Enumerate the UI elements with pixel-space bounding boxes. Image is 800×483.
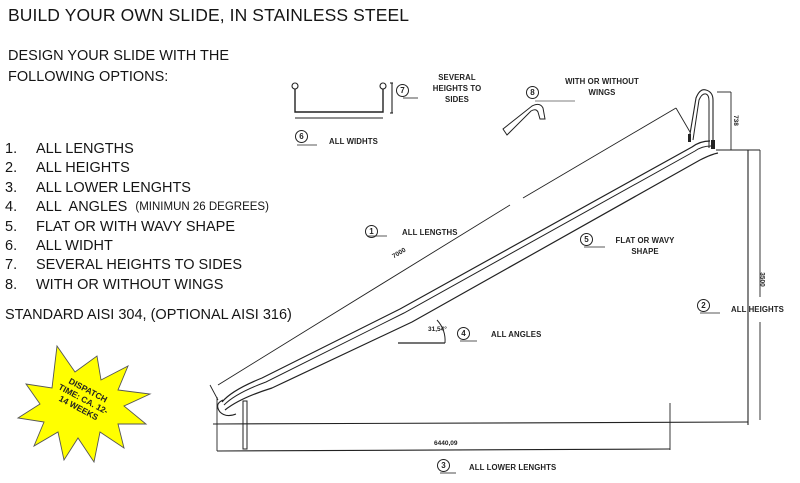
callout-3-label: ALL LOWER LENGHTS bbox=[469, 463, 557, 472]
options-list: 1.ALL LENGTHS 2.ALL HEIGHTS 3.ALL LOWER … bbox=[5, 140, 269, 295]
callout-4-marker: 4 bbox=[457, 327, 470, 340]
lower-length-dimension: 6440,09 bbox=[434, 440, 458, 447]
handle-height-dimension: 738 bbox=[731, 115, 739, 126]
intro-line-2: FOLLOWING OPTIONS: bbox=[8, 69, 169, 85]
option-item: 8.WITH OR WITHOUT WINGS bbox=[5, 276, 224, 293]
option-item: 5.FLAT OR WITH WAVY SHAPE bbox=[5, 218, 235, 235]
option-item: 4.ALL ANGLES (MINIMUN 26 DEGREES) bbox=[5, 198, 269, 217]
option-item: 7.SEVERAL HEIGHTS TO SIDES bbox=[5, 257, 243, 274]
callout-7-marker: 7 bbox=[396, 84, 409, 97]
callout-6-label: ALL WIDHTS bbox=[329, 137, 378, 146]
option-note: (MINIMUN 26 DEGREES) bbox=[135, 201, 269, 214]
standard-note: STANDARD AISI 304, (OPTIONAL AISI 316) bbox=[5, 307, 292, 323]
option-item: 6.ALL WIDHT bbox=[5, 238, 113, 255]
option-item: 3.ALL LOWER LENGHTS bbox=[5, 179, 191, 196]
total-height-dimension: 3500 bbox=[758, 272, 766, 287]
callout-2-label: ALL HEIGHTS bbox=[731, 305, 784, 314]
callout-1-marker: 1 bbox=[365, 225, 378, 238]
callout-4-label: ALL ANGLES bbox=[491, 330, 542, 339]
callout-8-label: WITH OR WITHOUT WINGS bbox=[565, 77, 639, 97]
callout-7-label: SEVERAL HEIGHTS TO SIDES bbox=[432, 73, 482, 104]
option-item: 1.ALL LENGTHS bbox=[5, 141, 134, 157]
page-title: BUILD YOUR OWN SLIDE, IN STAINLESS STEEL bbox=[8, 5, 410, 25]
intro-text: DESIGN YOUR SLIDE WITH THE FOLLOWING OPT… bbox=[8, 46, 229, 88]
option-item: 2.ALL HEIGHTS bbox=[5, 160, 130, 177]
dispatch-starburst bbox=[16, 344, 152, 464]
callout-3-marker: 3 bbox=[437, 459, 450, 472]
callout-2-marker: 2 bbox=[697, 299, 710, 312]
callout-1-label: ALL LENGTHS bbox=[402, 228, 458, 237]
callout-8-marker: 8 bbox=[526, 86, 539, 99]
callout-6-marker: 6 bbox=[295, 130, 308, 143]
callout-5-label: FLAT OR WAVY SHAPE bbox=[615, 236, 675, 256]
callout-5-marker: 5 bbox=[580, 233, 593, 246]
angle-dimension: 31,54° bbox=[428, 326, 447, 333]
intro-line-1: DESIGN YOUR SLIDE WITH THE bbox=[8, 48, 230, 64]
